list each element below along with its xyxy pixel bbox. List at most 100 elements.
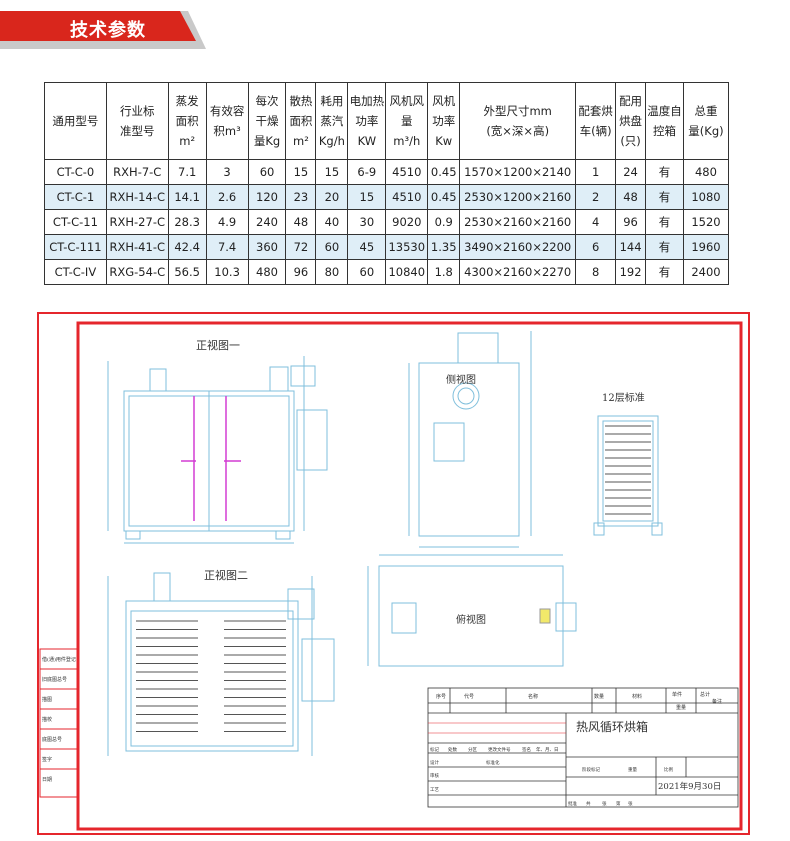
title-block-header: 重量 — [676, 704, 686, 711]
section-title: 技术参数 — [70, 20, 146, 41]
title-block-label: 签名 — [522, 746, 531, 753]
table-cell: 1960 — [682, 234, 730, 260]
title-block-red-lines — [428, 722, 566, 734]
tray-cart — [593, 415, 663, 536]
table-cell: 24 — [615, 159, 647, 185]
table-cell: 45 — [347, 234, 387, 260]
table-cell: 1570×1200×2140 — [459, 159, 577, 185]
table-cell: 1.35 — [427, 234, 461, 260]
title-block-label: 共 — [586, 800, 591, 807]
side-label: 借(通)用件登记 — [42, 656, 76, 663]
table-cell: 0.45 — [427, 159, 461, 185]
column-header: 风机 功率 Kw — [427, 82, 461, 160]
table-cell: 192 — [615, 259, 647, 285]
title-block-label: 标准化 — [486, 759, 500, 766]
title-block-header: 备注 — [712, 698, 722, 705]
table-cell: 60 — [315, 234, 349, 260]
table-cell: 480 — [682, 159, 730, 185]
table-cell: 1080 — [682, 184, 730, 210]
table-cell: RXH-41-C — [105, 234, 169, 260]
table-cell: 4.9 — [205, 209, 249, 235]
column-header: 耗用 蒸汽 Kg/h — [315, 82, 349, 160]
table-cell: 2530×2160×2160 — [459, 209, 577, 235]
table-cell: 7.4 — [205, 234, 249, 260]
table-cell: 20 — [315, 184, 349, 210]
table-cell: CT-C-1 — [44, 184, 107, 210]
table-cell: 56.5 — [167, 259, 207, 285]
table-cell: 有 — [645, 259, 684, 285]
column-header: 外型尺寸mm (宽×深×高) — [459, 82, 577, 160]
side-view-label: 侧视图 — [446, 373, 476, 386]
table-cell: 120 — [247, 184, 287, 210]
column-header: 每次 干燥 量Kg — [247, 82, 287, 160]
table-cell: 1520 — [682, 209, 730, 235]
table-cell: RXH-7-C — [105, 159, 169, 185]
table-cell: 40 — [315, 209, 349, 235]
title-block-header: 代号 — [464, 693, 474, 700]
table-cell: RXG-54-C — [105, 259, 169, 285]
title-block-label: 处数 — [448, 746, 457, 753]
front-view-1-label: 正视图一 — [196, 338, 240, 352]
table-cell: 48 — [615, 184, 647, 210]
product-name: 热风循环烘箱 — [576, 719, 648, 734]
table-cell: 60 — [347, 259, 387, 285]
title-block-header: 名称 — [528, 693, 538, 700]
column-header: 散热 面积 m² — [285, 82, 317, 160]
column-header: 行业标 准型号 — [105, 82, 169, 160]
side-label: 底图总号 — [42, 736, 62, 743]
table-cell: CT-C-IV — [44, 259, 107, 285]
table-cell: 2530×1200×2160 — [459, 184, 577, 210]
table-cell: 有 — [645, 234, 684, 260]
table-cell: 6 — [575, 234, 617, 260]
side-label: 日期 — [42, 777, 52, 783]
table-cell: 2 — [575, 184, 617, 210]
title-block-label: 审核 — [430, 772, 439, 779]
table-cell: 4510 — [385, 184, 429, 210]
table-cell: 0.9 — [427, 209, 461, 235]
table-cell: 15 — [315, 159, 349, 185]
table-cell: 1 — [575, 159, 617, 185]
title-block-label: 张 — [628, 800, 633, 807]
table-cell: 60 — [247, 159, 287, 185]
table-cell: 1.8 — [427, 259, 461, 285]
table-cell: 4510 — [385, 159, 429, 185]
table-cell: 3 — [205, 159, 249, 185]
table-cell: 80 — [315, 259, 349, 285]
front-view-2-label: 正视图二 — [204, 568, 248, 582]
table-cell: 96 — [615, 209, 647, 235]
title-block-label: 分区 — [468, 746, 477, 753]
title-block-label: 标记 — [430, 746, 439, 753]
table-cell: RXH-14-C — [105, 184, 169, 210]
table-cell: 360 — [247, 234, 287, 260]
table-cell: 480 — [247, 259, 287, 285]
table-cell: 7.1 — [167, 159, 207, 185]
title-block-label: 阶段标记 — [582, 766, 600, 773]
table-cell: 42.4 — [167, 234, 207, 260]
column-header: 风机风 量 m³/h — [385, 82, 429, 160]
table-cell: 48 — [285, 209, 317, 235]
table-cell: 96 — [285, 259, 317, 285]
top-view-marker — [539, 608, 551, 624]
table-cell: 有 — [645, 184, 684, 210]
banner-shape — [0, 11, 206, 49]
table-cell: 23 — [285, 184, 317, 210]
title-block-label: 工艺 — [430, 787, 439, 793]
title-block-header: 材料 — [632, 693, 642, 700]
column-header: 蒸发 面积 m² — [167, 82, 207, 160]
table-cell: 10.3 — [205, 259, 249, 285]
title-block-label: 批准 — [568, 800, 577, 807]
column-header: 配用 烘盘 (只) — [615, 82, 647, 160]
title-block-header: 单件 — [672, 691, 682, 698]
table-cell: 有 — [645, 209, 684, 235]
table-cell: 8 — [575, 259, 617, 285]
front-view-1 — [107, 356, 328, 544]
column-header: 有效容 积m³ — [205, 82, 249, 160]
title-block-label: 张 — [602, 800, 607, 807]
drawing-date: 2021年9月30日 — [658, 781, 721, 792]
section-banner: 技术参数 — [0, 11, 206, 49]
